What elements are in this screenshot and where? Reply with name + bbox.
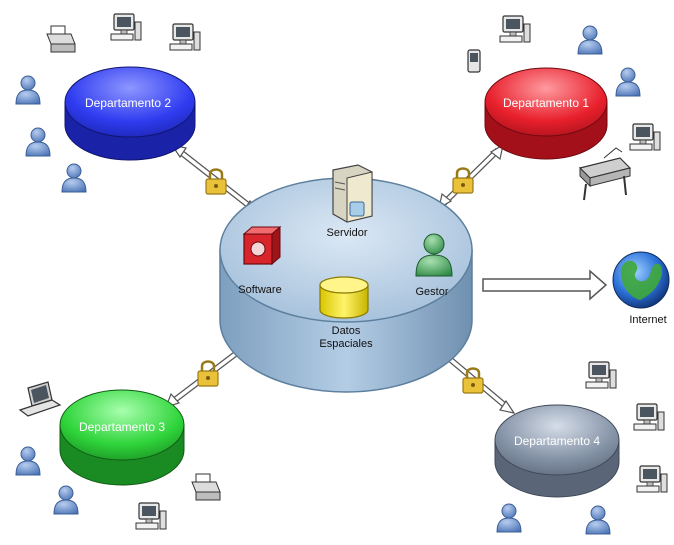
lock-icon <box>451 167 475 195</box>
internet-label: Internet <box>629 314 666 326</box>
laptop-icon <box>18 381 62 417</box>
computer-icon <box>585 361 617 389</box>
computer-icon <box>169 23 201 51</box>
central-hub <box>219 177 473 393</box>
server-icon <box>332 164 373 223</box>
user-icon <box>15 75 41 105</box>
department-2-label: Departamento 2 <box>85 96 171 110</box>
computer-icon <box>629 123 661 151</box>
arrow-dep1-hub <box>438 143 504 210</box>
user-icon <box>585 505 611 535</box>
servidor-label: Servidor <box>327 227 368 239</box>
user-icon <box>615 67 641 97</box>
computer-icon <box>499 15 531 43</box>
gestor-label: Gestor <box>415 286 448 298</box>
computer-icon <box>110 13 142 41</box>
phone-icon <box>467 49 481 73</box>
lock-icon <box>461 367 485 395</box>
user-icon <box>25 127 51 157</box>
department-4-label: Departamento 4 <box>514 434 600 448</box>
lock-icon <box>204 168 228 196</box>
department-4: Departamento 4 <box>494 404 620 498</box>
computer-icon <box>633 403 665 431</box>
database-icon <box>319 276 369 319</box>
manager-icon <box>415 233 453 277</box>
plotter-icon <box>578 147 632 201</box>
user-icon <box>496 503 522 533</box>
software-label: Software <box>238 284 281 296</box>
datos-label-1: Datos <box>332 325 361 337</box>
department-3-label: Departamento 3 <box>79 420 165 434</box>
software-icon <box>242 225 282 266</box>
department-1-label: Departamento 1 <box>503 96 589 110</box>
department-2: Departamento 2 <box>64 66 196 161</box>
user-icon <box>53 485 79 515</box>
user-icon <box>15 446 41 476</box>
department-3: Departamento 3 <box>59 389 185 486</box>
computer-icon <box>135 502 167 530</box>
lock-icon <box>196 360 220 388</box>
datos-label-2: Espaciales <box>319 338 373 350</box>
globe-icon <box>612 251 670 309</box>
arrow-hub-internet <box>482 269 608 301</box>
user-icon <box>577 25 603 55</box>
printer-icon <box>46 25 76 53</box>
printer-icon <box>191 473 221 501</box>
user-icon <box>61 163 87 193</box>
department-1: Departamento 1 <box>484 67 608 160</box>
computer-icon <box>636 465 668 493</box>
